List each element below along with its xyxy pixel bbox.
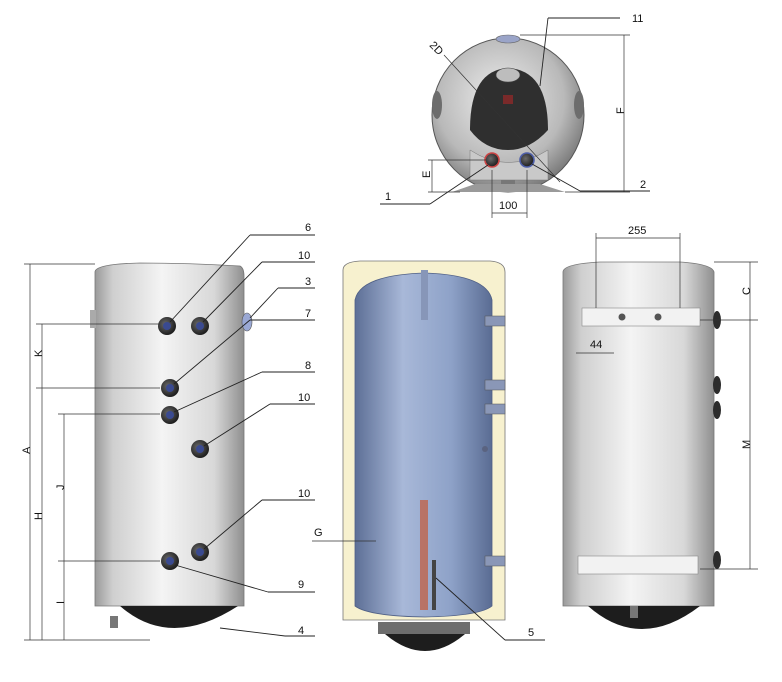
bottom-cover-middle bbox=[385, 634, 465, 651]
cold-water-port bbox=[519, 152, 535, 168]
callout-10c: 10 bbox=[298, 488, 310, 500]
inner-tank bbox=[354, 272, 493, 618]
dim-100: 100 bbox=[499, 200, 517, 212]
callout-10a: 10 bbox=[298, 250, 310, 262]
dim-I: I bbox=[55, 601, 67, 604]
callout-10a-leader bbox=[202, 261, 263, 323]
callout-9-leader bbox=[174, 564, 269, 593]
dim-G: G bbox=[314, 527, 323, 539]
anode-rod bbox=[432, 560, 436, 610]
callout-10c-leader bbox=[203, 499, 263, 550]
side-port-r3 bbox=[713, 401, 721, 419]
callout-3: 3 bbox=[305, 276, 311, 288]
side-port-r2 bbox=[713, 376, 721, 394]
dim-44: 44 bbox=[590, 339, 602, 351]
tank-body-left bbox=[94, 262, 245, 607]
diameter-dim-line bbox=[443, 54, 561, 183]
drain-stub bbox=[501, 180, 515, 186]
callout-2: 2 bbox=[640, 179, 646, 191]
left-view: 6 10 3 7 8 10 10 9 4 A H K bbox=[21, 222, 315, 641]
callout-6-leader bbox=[169, 234, 251, 323]
callout-1-leader bbox=[429, 164, 489, 205]
dim-H: H bbox=[33, 512, 45, 520]
indicator-lamp bbox=[503, 95, 513, 104]
callout-7-leader bbox=[173, 319, 251, 385]
port-10-lower bbox=[191, 543, 209, 561]
dim-E: E bbox=[421, 171, 433, 178]
callout-5-leader bbox=[435, 577, 506, 641]
dim-C: C bbox=[741, 287, 753, 295]
drain-valve-right bbox=[630, 606, 638, 618]
dim-J: J bbox=[55, 485, 67, 491]
middle-view: G 5 bbox=[312, 260, 545, 651]
flange bbox=[378, 622, 470, 634]
port-8 bbox=[161, 406, 179, 424]
port-10-middle bbox=[191, 440, 209, 458]
inspection-cover bbox=[470, 68, 548, 150]
callout-10b-leader bbox=[203, 403, 271, 447]
dim-255: 255 bbox=[628, 225, 646, 237]
port-6 bbox=[158, 317, 176, 335]
dim-F: F bbox=[615, 107, 627, 114]
top-fitting bbox=[495, 34, 521, 44]
callout-5: 5 bbox=[528, 627, 534, 639]
dim-A: A bbox=[21, 446, 33, 454]
callout-6: 6 bbox=[305, 222, 311, 234]
bottom-cover-right bbox=[588, 606, 700, 629]
hot-water-port bbox=[484, 152, 500, 168]
callout-11-leader bbox=[539, 17, 549, 87]
callout-1: 1 bbox=[385, 191, 391, 203]
upper-coil bbox=[384, 325, 470, 389]
port-10-upper bbox=[191, 317, 209, 335]
top-view: 11 2D F E 1 2 100 bbox=[380, 13, 650, 218]
callout-8-leader bbox=[173, 371, 263, 413]
upper-wall-bracket bbox=[581, 307, 701, 327]
dim-diameter: 2D bbox=[427, 39, 445, 57]
right-view: 255 44 C M bbox=[562, 225, 758, 629]
heating-element bbox=[420, 500, 428, 610]
dim-K: K bbox=[33, 349, 45, 357]
port-9 bbox=[161, 552, 179, 570]
callout-4-leader bbox=[219, 627, 286, 637]
dim-M: M bbox=[741, 440, 753, 449]
lower-coil bbox=[384, 419, 474, 557]
sensor-port bbox=[482, 446, 488, 452]
top-pipe bbox=[421, 270, 428, 320]
coil-connectors bbox=[484, 315, 506, 567]
callout-8: 8 bbox=[305, 360, 311, 372]
upper-bracket-bolt-left bbox=[618, 313, 626, 321]
callout-4: 4 bbox=[298, 625, 304, 637]
thermostat-knob bbox=[495, 67, 521, 83]
side-port-left bbox=[432, 91, 442, 119]
mounting-base bbox=[452, 184, 565, 192]
upper-bracket-bolt-right bbox=[654, 313, 662, 321]
side-bracket-left bbox=[90, 310, 96, 328]
side-port-right bbox=[574, 91, 584, 119]
callout-9: 9 bbox=[298, 579, 304, 591]
callout-10b: 10 bbox=[298, 392, 310, 404]
callout-2-leader bbox=[531, 163, 581, 192]
side-port-r4 bbox=[713, 551, 721, 569]
lower-wall-bracket bbox=[577, 555, 699, 575]
callout-3-leader bbox=[249, 287, 279, 319]
callout-7: 7 bbox=[305, 308, 311, 320]
callout-11: 11 bbox=[632, 13, 643, 25]
drain-valve bbox=[110, 616, 118, 628]
bottom-cover-left bbox=[120, 606, 238, 628]
